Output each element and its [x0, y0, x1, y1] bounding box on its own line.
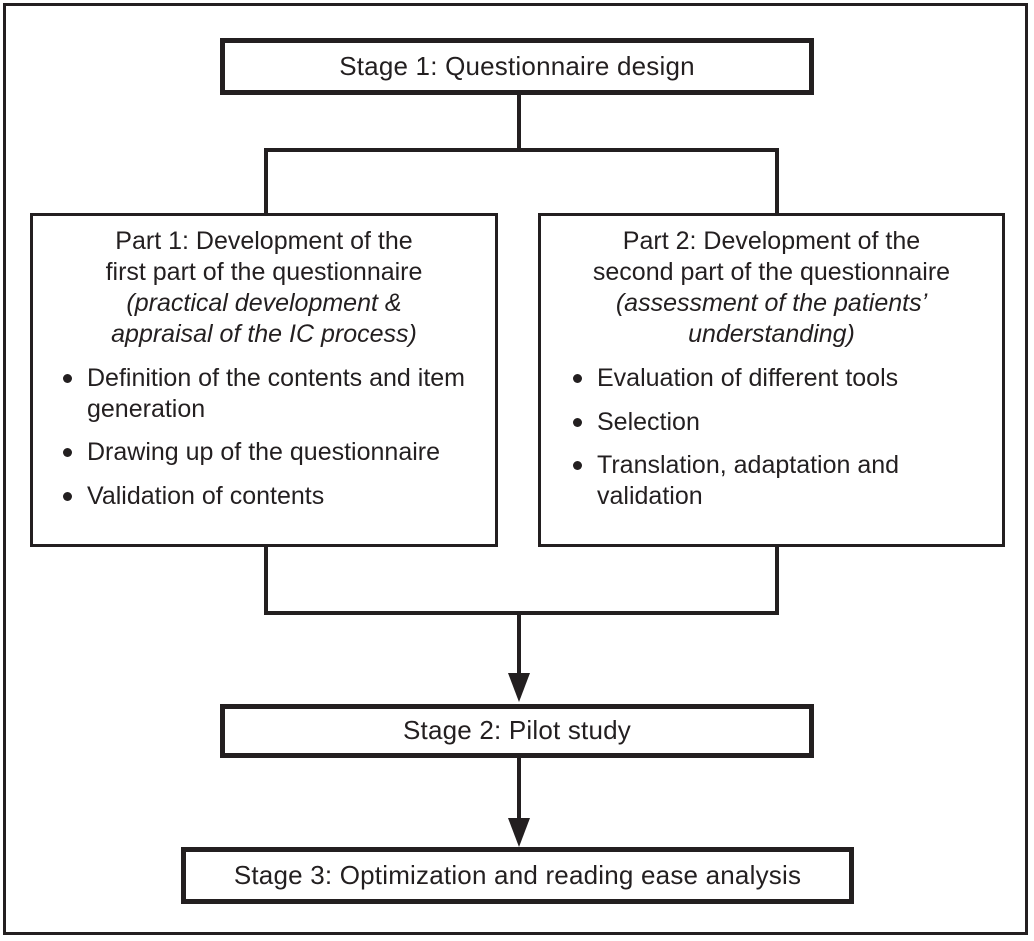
part-1-heading-line-2: first part of the questionnaire	[105, 257, 423, 286]
part-1-subtitle: (practical development & appraisal of th…	[45, 288, 483, 349]
node-stage-2: Stage 2: Pilot study	[220, 704, 814, 758]
list-item: Selection	[571, 407, 990, 438]
node-stage-1: Stage 1: Questionnaire design	[220, 38, 814, 95]
list-item-label: Selection	[597, 407, 700, 436]
list-item-label: Evaluation of different tools	[597, 364, 899, 392]
connector-stage1-down	[517, 93, 521, 152]
part-2-heading: Part 2: Development of the second part o…	[553, 226, 990, 287]
part-2-subtitle-line-2: understanding)	[688, 319, 855, 348]
part-2-subtitle: (assessment of the patients’ understandi…	[553, 288, 990, 349]
bullet-dot-icon	[573, 461, 582, 470]
list-item: Validation of contents	[61, 481, 483, 512]
node-stage-3-label: Stage 3: Optimization and reading ease a…	[233, 859, 802, 890]
connector-merge-down	[517, 611, 521, 673]
list-item-label: Definition of the contents and item gene…	[87, 364, 466, 423]
list-item-label: Drawing up of the questionnaire	[87, 438, 441, 466]
part-1-heading-line-1: Part 1: Development of the	[115, 227, 413, 255]
part-1-heading: Part 1: Development of the first part of…	[45, 226, 483, 287]
bullet-dot-icon	[63, 448, 72, 457]
connector-split-to-part2	[775, 148, 779, 215]
node-part-1: Part 1: Development of the first part of…	[30, 213, 498, 547]
bullet-dot-icon	[573, 374, 582, 383]
bullet-dot-icon	[63, 491, 72, 501]
part-1-subtitle-line-2: appraisal of the IC process)	[111, 319, 417, 348]
connector-part1-down	[264, 545, 268, 615]
node-stage-2-label: Stage 2: Pilot study	[402, 715, 632, 746]
bullet-dot-icon	[573, 417, 582, 427]
list-item-label: Translation, adaptation and validation	[597, 451, 900, 510]
node-stage-1-label: Stage 1: Questionnaire design	[339, 50, 695, 81]
node-part-2: Part 2: Development of the second part o…	[538, 213, 1005, 547]
connector-stage2-to-stage3	[517, 757, 521, 818]
list-item: Drawing up of the questionnaire	[61, 437, 483, 468]
arrowhead-icon-to-stage2	[508, 673, 530, 702]
part-1-bullet-list: Definition of the contents and item gene…	[45, 363, 483, 511]
list-item-label: Validation of contents	[87, 481, 325, 510]
part-2-bullet-list: Evaluation of different tools Selection …	[553, 363, 990, 511]
arrowhead-icon-to-stage3	[508, 818, 530, 847]
node-stage-3: Stage 3: Optimization and reading ease a…	[181, 847, 854, 904]
part-2-heading-line-1: Part 2: Development of the	[622, 227, 921, 255]
part-2-heading-line-2: second part of the questionnaire	[592, 257, 951, 286]
connector-part2-down	[775, 545, 779, 615]
list-item: Evaluation of different tools	[571, 363, 990, 394]
part-2-subtitle-line-1: (assessment of the patients’	[615, 289, 928, 317]
list-item: Definition of the contents and item gene…	[61, 363, 483, 424]
bullet-dot-icon	[63, 374, 72, 383]
list-item: Translation, adaptation and validation	[571, 450, 990, 511]
figure-frame	[3, 3, 1028, 935]
connector-split-bar	[264, 148, 779, 152]
connector-split-to-part1	[264, 148, 268, 215]
part-1-subtitle-line-1: (practical development &	[126, 289, 402, 317]
connector-merge-bar	[264, 611, 779, 615]
